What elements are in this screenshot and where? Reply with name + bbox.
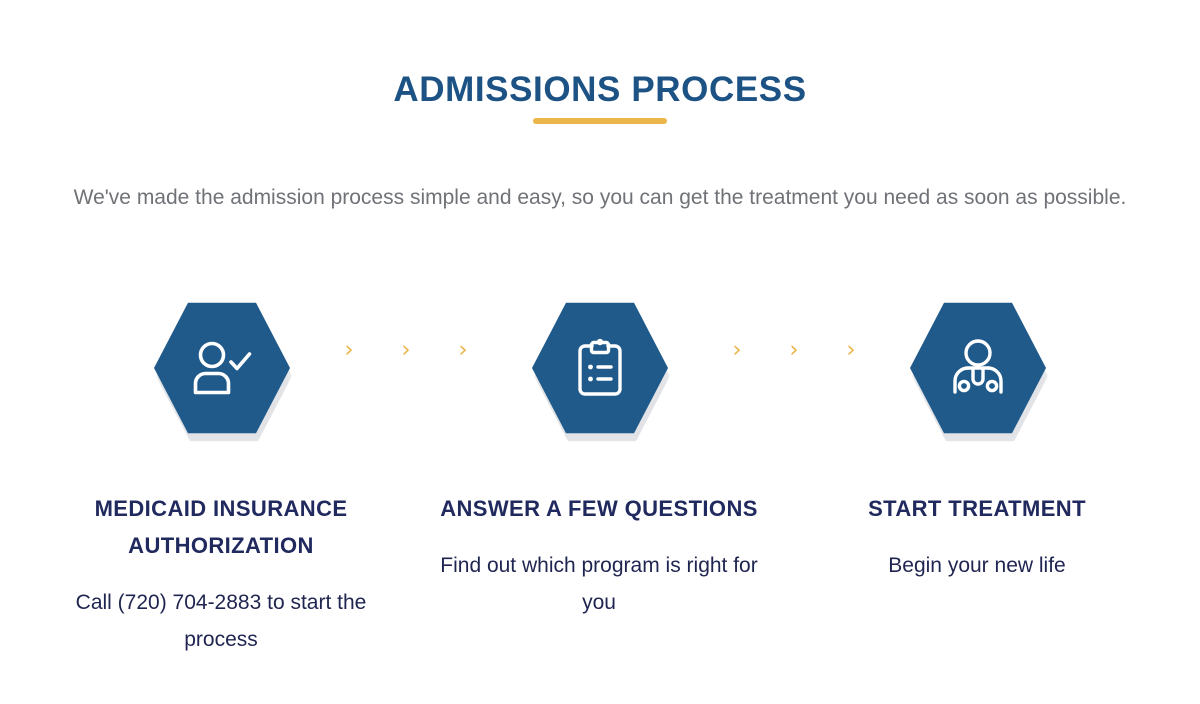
hexagon-shape [910, 302, 1046, 434]
doctor-stethoscope-icon [949, 338, 1007, 398]
step-2-caption: ANSWER A FEW QUESTIONS Find out which pr… [434, 490, 764, 621]
chevron-right-icon-5: › [789, 337, 799, 363]
step-1-hexagon[interactable] [154, 300, 292, 442]
user-check-icon [191, 340, 253, 396]
step-2-hexagon[interactable] [532, 300, 670, 442]
chevron-right-icon-4: › [732, 337, 742, 363]
step-3-caption: START TREATMENT Begin your new life [812, 490, 1142, 584]
chevron-right-icon-2: › [401, 337, 411, 363]
clipboard-checklist-icon [574, 338, 626, 398]
step-1-heading: MEDICAID INSURANCE AUTHORIZATION [94, 496, 348, 558]
step-2-heading: ANSWER A FEW QUESTIONS [440, 496, 758, 521]
step-1-description: Call (720) 704-2883 to start the process [75, 591, 367, 651]
step-3-hexagon[interactable] [910, 300, 1048, 442]
page-title: ADMISSIONS PROCESS [393, 70, 807, 110]
chevron-right-icon-1: › [344, 337, 354, 363]
chevron-right-icon-3: › [458, 337, 468, 363]
step-3-description: Begin your new life [888, 554, 1066, 577]
step-2-description: Find out which program is right for you [440, 554, 758, 614]
step-1-caption: MEDICAID INSURANCE AUTHORIZATION Call (7… [56, 490, 386, 658]
hexagon-shape [532, 302, 668, 434]
chevron-right-icon-6: › [846, 337, 856, 363]
title-divider [533, 118, 667, 124]
step-3-heading: START TREATMENT [868, 496, 1086, 521]
section-subtitle: We've made the admission process simple … [73, 186, 1127, 209]
steps-row [0, 300, 1200, 442]
